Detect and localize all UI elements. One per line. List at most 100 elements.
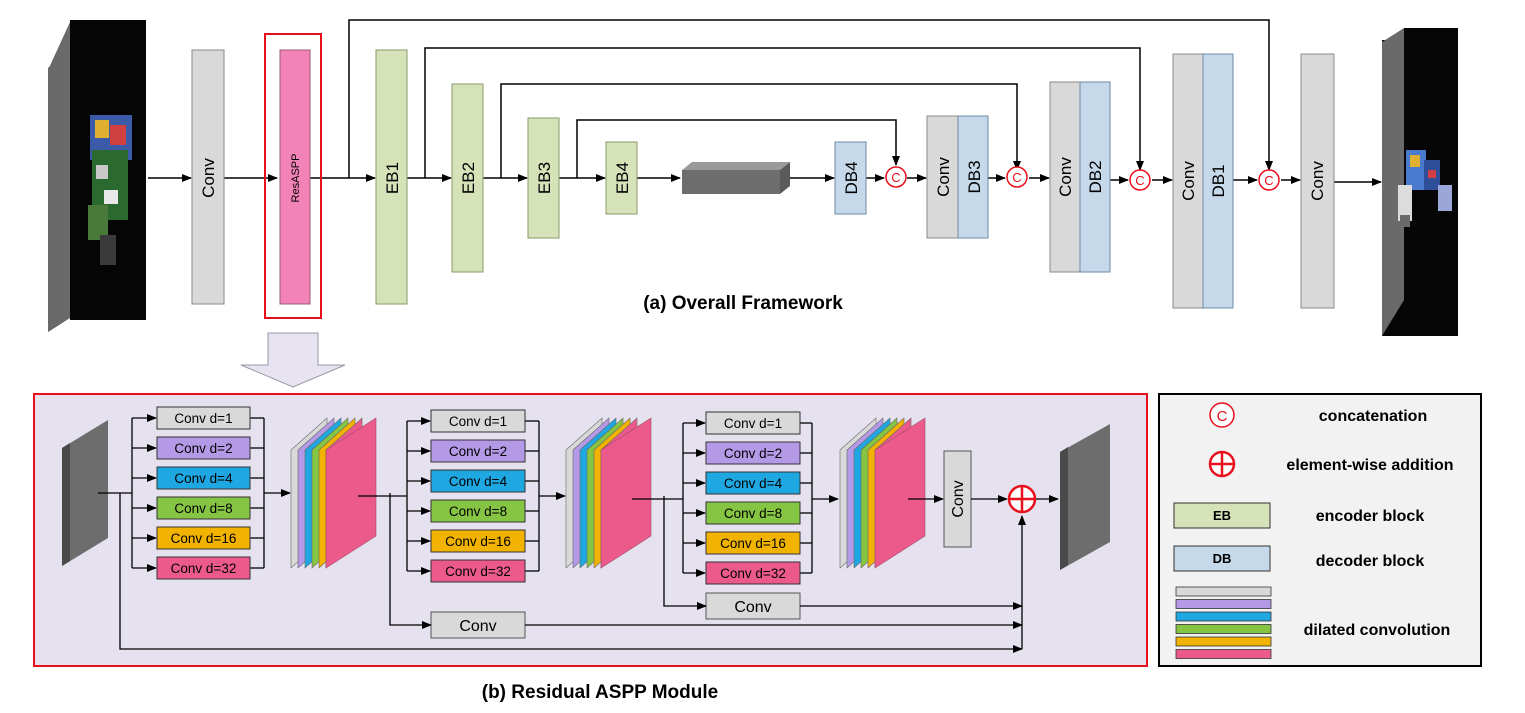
dilated-conv-label: Conv d=16 [171,531,237,546]
resaspp-highlight [264,33,322,319]
dec-conv-3-label: Conv [934,157,953,197]
dilated-conv-label: Conv d=32 [445,564,511,579]
aspp-skip-conv-label-2: Conv [734,599,771,616]
dilated-conv-box-d4 [430,469,526,493]
concat-feature-stack-3 [839,417,926,569]
dilated-conv-box-d2 [705,441,801,465]
aspp-output-feature [1060,424,1110,570]
aspp-skip-conv-box-2 [705,592,801,620]
dilated-conv-label: Conv d=32 [171,561,237,576]
dilated-conv-label: Conv d=2 [724,446,782,461]
dilated-conv-box-d32 [156,556,251,580]
concat-node-db1: C [1258,169,1280,191]
aspp-tail-conv-box [943,450,972,548]
db4-block [834,141,867,215]
aspp-addition-node [1007,484,1037,514]
input-image [48,20,146,332]
conv-block-1 [191,49,225,305]
db2-block [1079,81,1111,273]
dec-conv-3 [926,115,959,239]
legend-dilated-swatch [1175,624,1272,634]
concat-node-db4: C [885,166,907,188]
dilated-conv-box-d8 [156,496,251,520]
overall-caption: (a) Overall Framework [643,293,843,314]
svg-text:C: C [1264,173,1273,188]
dec-conv-1-label: Conv [1179,161,1198,201]
aspp-skip-conv-label: Conv [459,618,496,635]
db1-block [1202,53,1234,309]
concat-feature-stack-1 [290,417,377,569]
eb4-label: EB4 [613,162,632,194]
dilated-conv-label: Conv d=8 [174,501,232,516]
dilated-conv-box-d1 [156,406,251,430]
svg-text:C: C [891,170,900,185]
dilated-conv-box-d1 [705,411,801,435]
overall-framework: Conv ResASPP EB1 EB2 EB3 EB4 DB4 Conv DB… [48,19,1458,388]
dilated-conv-box-d4 [156,466,251,490]
legend-db-box [1173,545,1271,572]
legend-concat-label: concatenation [1319,408,1427,425]
dilated-conv-box-d16 [705,531,801,555]
dec-conv-2-label: Conv [1056,157,1075,197]
dec-conv-2 [1049,81,1081,273]
eb3-block [527,117,560,239]
bottleneck-block [682,162,790,194]
dilated-conv-box-d1 [430,409,526,433]
final-conv-block [1300,53,1335,309]
db3-label: DB3 [965,160,984,193]
dilated-conv-label: Conv d=2 [174,441,232,456]
dilated-conv-label: Conv d=4 [724,476,783,491]
dilated-conv-label: Conv d=16 [445,534,511,549]
legend-dilated-swatch [1175,599,1272,609]
dilated-conv-label: Conv d=1 [174,411,232,426]
dilated-conv-label: Conv d=4 [449,474,508,489]
dilated-conv-box-d32 [705,561,801,585]
concat-node-db3: C [1006,166,1028,188]
dilated-conv-box-d16 [430,529,526,553]
zoom-down-arrow [240,332,346,388]
dilated-conv-label: Conv d=16 [720,536,786,551]
aspp-residual-paths [119,493,1059,653]
dilated-conv-box-d2 [430,439,526,463]
legend-dilated-swatch [1175,611,1272,622]
resaspp-label: ResASPP [290,154,302,203]
dilated-conv-box-d2 [156,436,251,460]
eb4-block [605,141,638,215]
dilated-conv-label: Conv d=32 [720,566,786,581]
db3-block [957,115,989,239]
dilated-conv-label: Conv d=4 [174,471,233,486]
dec-conv-1 [1172,53,1204,309]
legend-concat-icon: C [1209,402,1235,428]
legend-db-label: decoder block [1316,553,1425,570]
db2-label: DB2 [1086,160,1105,193]
aspp-tail-conv-label: Conv [950,480,967,517]
dilated-conv-label: Conv d=1 [449,414,507,429]
output-image [1382,28,1458,336]
legend-dilated-label: dilated convolution [1304,622,1451,639]
aspp-caption: (b) Residual ASPP Module [482,682,718,703]
concat-node-db2: C [1129,169,1151,191]
dilated-conv-box-d8 [430,499,526,523]
eb2-label: EB2 [459,162,478,194]
legend-addition-icon [1208,450,1236,478]
aspp-skip-conv-box [430,611,526,639]
db4-label: DB4 [842,161,861,194]
svg-text:C: C [1135,173,1144,188]
final-conv-label: Conv [1308,161,1327,201]
dilated-conv-label: Conv d=2 [449,444,507,459]
resaspp-block [279,49,311,305]
legend-dilated-swatches [1175,586,1272,659]
legend-dilated-swatch [1175,649,1272,659]
legend: C concatenation element-wise addition EB… [1158,393,1482,667]
legend-eb-label: encoder block [1316,508,1425,525]
concat-feature-stack-2 [565,417,652,569]
legend-eb-box-label: EB [1213,508,1231,523]
eb3-label: EB3 [535,162,554,194]
svg-text:C: C [1012,170,1021,185]
dilated-conv-box-d16 [156,526,251,550]
eb1-block [375,49,408,305]
